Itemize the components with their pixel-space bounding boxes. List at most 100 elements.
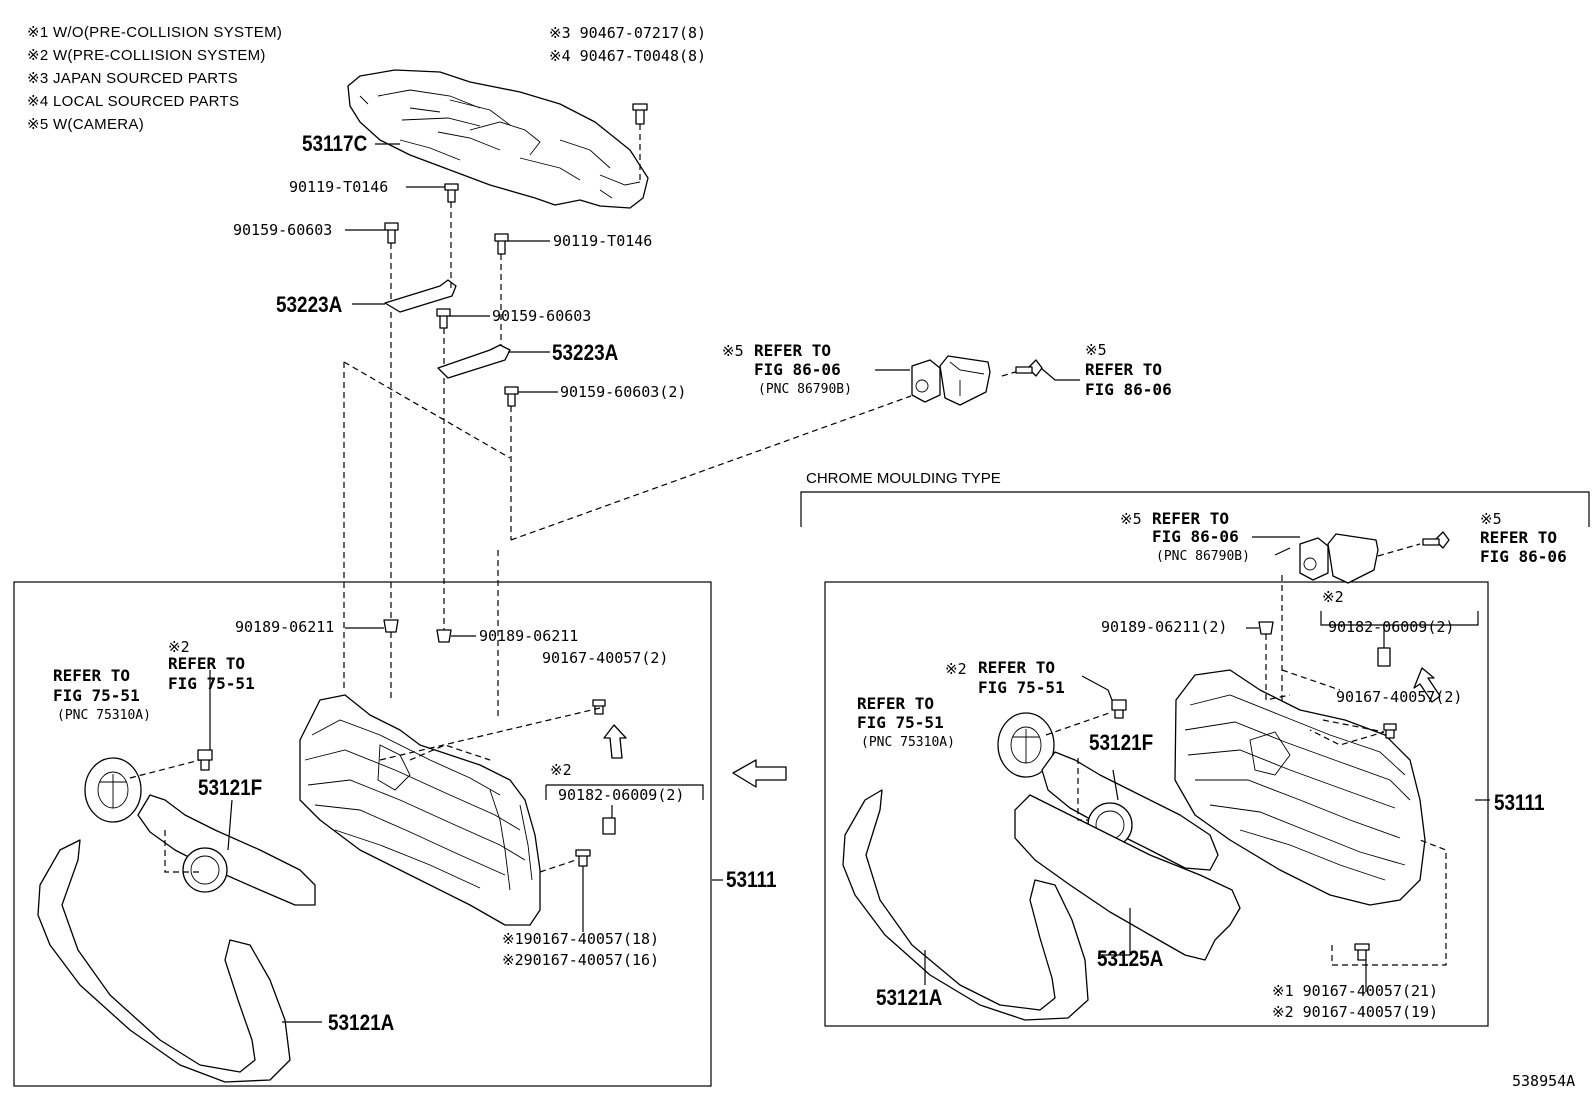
camera-bolt-top <box>1015 359 1043 377</box>
right-assembly-frame <box>824 581 1489 1027</box>
note-2: ※2 W(PRE-COLLISION SYSTEM) <box>27 47 266 64</box>
label-90159-a: 90159-60603 <box>233 221 333 239</box>
label-r-cam-ref-1: REFER TO <box>1152 509 1230 528</box>
label-l-emblem-pnc: (PNC 75310A) <box>57 708 151 723</box>
bolt-90467-top <box>632 103 648 125</box>
screw-90159-60603-b <box>436 308 451 329</box>
label-l-sensor-ref-2: FIG 75-51 <box>168 674 255 693</box>
left-clip-90182 <box>602 817 616 835</box>
camera-right <box>1299 533 1379 584</box>
left-arrow-up <box>603 724 627 759</box>
label-r-53111: 53111 <box>1494 790 1545 815</box>
chrome-section-bracket <box>800 491 1590 527</box>
right-grille-53111 <box>1174 669 1426 906</box>
label-l-clip-40057: 90167-40057(2) <box>542 649 669 667</box>
label-r-cam-bolt-1: REFER TO <box>1480 528 1558 547</box>
label-l-emblem-ref-1: REFER TO <box>53 666 131 685</box>
label-l-screw-1: ※190167-40057(18) <box>502 930 660 948</box>
label-r-emblem-ref-1: REFER TO <box>857 694 935 713</box>
label-53117c: 53117C <box>302 131 368 156</box>
screw-90119-t0146-a <box>444 183 459 203</box>
label-r-53125a: 53125A <box>1097 946 1164 971</box>
label-bolt-top-3: ※3 90467-07217(8) <box>549 24 707 42</box>
left-nut-b <box>436 629 452 643</box>
screw-90159-60603-c <box>504 386 519 407</box>
left-screw-40057 <box>575 849 591 867</box>
label-r-53121f: 53121F <box>1089 730 1154 755</box>
camera-top <box>911 355 991 406</box>
arrow-left <box>732 759 787 788</box>
right-arrow-down <box>1413 667 1441 703</box>
left-sensor-bracket <box>197 749 213 771</box>
label-r-53121a: 53121A <box>876 985 943 1010</box>
label-cam-ref-mark: ※5 <box>722 342 744 360</box>
note-5: ※5 W(CAMERA) <box>27 116 145 133</box>
label-r-cam-bolt-mark: ※5 <box>1480 510 1502 528</box>
radiator-support-cover-53117c <box>347 69 649 209</box>
right-screw-40057 <box>1354 943 1370 961</box>
label-l-sensor-mark: ※2 <box>168 638 190 656</box>
label-cam-ref-1: REFER TO <box>754 341 832 360</box>
right-nut <box>1258 621 1274 635</box>
left-moulding-53121f <box>137 794 316 906</box>
label-r-cam-ref-mark: ※5 <box>1120 510 1142 528</box>
label-90119-b: 90119-T0146 <box>553 232 653 250</box>
label-r-clip-40057: 90167-40057(2) <box>1336 688 1463 706</box>
right-clip-40057 <box>1383 723 1397 739</box>
label-90159-c: 90159-60603(2) <box>560 383 687 401</box>
label-section-chrome: CHROME MOULDING TYPE <box>806 470 1001 487</box>
bracket-53223a-left <box>384 279 457 313</box>
note-4: ※4 LOCAL SOURCED PARTS <box>27 93 240 110</box>
note-3: ※3 JAPAN SOURCED PARTS <box>27 70 238 87</box>
left-grille-53111 <box>299 694 541 926</box>
label-cam-bolt-mark: ※5 <box>1085 341 1107 359</box>
label-l-nut-a: 90189-06211 <box>235 618 335 636</box>
bracket-53223a-right <box>437 344 511 379</box>
right-lower-moulding-53121a <box>842 789 1089 1021</box>
label-r-cam-ref-pnc: (PNC 86790B) <box>1156 549 1250 564</box>
label-r-cam-bolt-2: FIG 86-06 <box>1480 547 1567 566</box>
label-r-cam-ref-2: FIG 86-06 <box>1152 527 1239 546</box>
label-90159-b: 90159-60603 <box>492 307 592 325</box>
label-l-emblem-ref-2: FIG 75-51 <box>53 686 140 705</box>
label-r-screw-2: ※2 90167-40057(19) <box>1272 1003 1439 1021</box>
label-r-sensor-mark: ※2 <box>945 660 967 678</box>
camera-bolt-right <box>1422 531 1450 549</box>
label-cam-ref-2: FIG 86-06 <box>754 360 841 379</box>
label-53223a-right: 53223A <box>552 340 619 365</box>
label-r-sensor-ref-1: REFER TO <box>978 658 1056 677</box>
screw-90159-60603-a <box>384 222 399 244</box>
label-l-53111: 53111 <box>726 867 777 892</box>
right-sensor-bracket <box>1111 699 1127 719</box>
label-r-screw-1: ※1 90167-40057(21) <box>1272 982 1439 1000</box>
left-assembly-frame <box>13 581 712 1087</box>
left-nut-a <box>383 619 399 633</box>
label-90119-a: 90119-T0146 <box>289 178 389 196</box>
label-r-bracket-mark: ※2 <box>1322 588 1344 606</box>
label-l-90182: 90182-06009(2) <box>558 786 685 804</box>
drawing-id: 538954A <box>1512 1072 1576 1090</box>
left-lower-moulding-53121a <box>37 839 291 1083</box>
label-r-nut: 90189-06211(2) <box>1101 618 1228 636</box>
label-r-90182: 90182-06009(2) <box>1328 618 1455 636</box>
label-l-53121f: 53121F <box>198 775 263 800</box>
label-l-53121a: 53121A <box>328 1010 395 1035</box>
screw-90119-t0146-b <box>494 233 509 255</box>
left-clip-40057 <box>592 699 606 715</box>
note-1: ※1 W/O(PRE-COLLISION SYSTEM) <box>27 24 283 41</box>
right-clip-90182 <box>1377 647 1391 667</box>
label-l-bracket-mark: ※2 <box>550 761 572 779</box>
label-cam-bolt-2: FIG 86-06 <box>1085 380 1172 399</box>
label-r-emblem-ref-2: FIG 75-51 <box>857 713 944 732</box>
label-l-screw-2: ※290167-40057(16) <box>502 951 660 969</box>
label-cam-ref-pnc: (PNC 86790B) <box>758 382 852 397</box>
label-cam-bolt-1: REFER TO <box>1085 360 1163 379</box>
label-l-sensor-ref-1: REFER TO <box>168 654 246 673</box>
label-r-emblem-pnc: (PNC 75310A) <box>861 735 955 750</box>
label-r-sensor-ref-2: FIG 75-51 <box>978 678 1065 697</box>
label-bolt-top-4: ※4 90467-T0048(8) <box>549 47 707 65</box>
right-moulding-53125a <box>1014 794 1241 961</box>
label-53223a-left: 53223A <box>276 292 343 317</box>
label-l-nut-b: 90189-06211 <box>479 627 579 645</box>
